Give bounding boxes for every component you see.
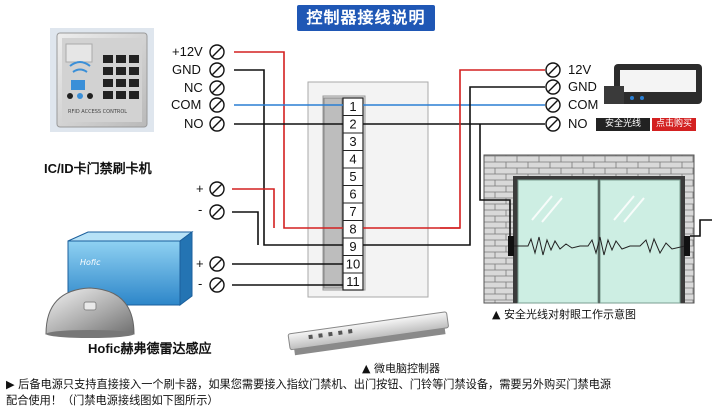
- sensor-screw-terminal-slot: [212, 207, 222, 217]
- sensor-terminal-label: +: [196, 256, 204, 271]
- footer-note: ▶ 后备电源只支持直接接入一个刷卡器，如果您需要接入指纹门禁机、出门按钮、门铃等…: [6, 377, 720, 409]
- controller-caption: ▲ 微电脑控制器: [362, 362, 440, 375]
- controller-terminal-number: 11: [346, 274, 360, 289]
- sensor-terminal-label: -: [198, 276, 203, 291]
- controller-terminal-number: 7: [349, 204, 356, 219]
- beam-screw-terminal-slot: [548, 82, 558, 92]
- beam-screw-terminal-slot: [548, 65, 558, 75]
- controller-terminal-number: 5: [349, 169, 356, 184]
- controller-device: 1 2 3 4 5 6 7 8 9 10 11: [287, 81, 449, 356]
- reader-terminal-label: COM: [171, 97, 202, 112]
- reader-screw-terminal-slot: [212, 100, 222, 110]
- sensor-terminal-label: -: [198, 202, 203, 217]
- sensor-name: Hofic赫弗德雷达感应: [88, 341, 212, 356]
- sensor-terminal-label: +: [196, 181, 204, 196]
- controller-photo: [287, 311, 449, 356]
- reader-screw-terminal-slot: [212, 65, 222, 75]
- controller-terminal-number: 1: [349, 99, 356, 114]
- controller-terminal-number: 6: [349, 187, 356, 202]
- beam-terminal-label: 12V: [568, 62, 592, 77]
- beam-label: 安全光线: [596, 118, 650, 131]
- reader-panel-text: RFID ACCESS CONTROL: [68, 109, 127, 115]
- sensor-screw-terminal-slot: [212, 280, 222, 290]
- reader-terminal-label: GND: [172, 62, 201, 77]
- footer-line-1: ▶ 后备电源只支持直接接入一个刷卡器，如果您需要接入指纹门禁机、出门按钮、门铃等…: [6, 378, 612, 391]
- door-illustration: [483, 154, 695, 304]
- controller-terminal-number: 8: [349, 222, 356, 237]
- controller-terminal-number: 10: [346, 257, 360, 272]
- sensor-screw-terminal-slot: [212, 184, 222, 194]
- beam-screw-terminal-slot: [548, 119, 558, 129]
- sensor-screw-terminal-slot: [212, 259, 222, 269]
- reader-screw-terminal-slot: [212, 83, 222, 93]
- reader-terminal-strip: [209, 44, 225, 132]
- beam-sensor-device: [604, 64, 702, 104]
- controller-terminal-block: 1 2 3 4 5 6 7 8 9 10 11: [342, 97, 364, 291]
- controller-terminal-number: 3: [349, 134, 356, 149]
- reader-screw-terminal-slot: [212, 47, 222, 57]
- reader-name: IC/ID卡门禁刷卡机: [44, 161, 152, 176]
- buy-button[interactable]: 点击购买: [652, 118, 696, 131]
- reader-screw-terminal-slot: [212, 119, 222, 129]
- beam-terminal-strip: [545, 62, 561, 132]
- diagram-title: 控制器接线说明: [297, 5, 435, 31]
- controller-terminal-number: 4: [349, 152, 356, 167]
- beam-terminal-label: NO: [568, 116, 588, 131]
- reader-terminal-label: NO: [184, 116, 204, 131]
- beam-caption: ▲ 安全光线对射眼工作示意图: [492, 308, 636, 321]
- beam-terminal-label: COM: [568, 97, 599, 112]
- reader-terminal-label: NC: [184, 80, 203, 95]
- controller-terminal-number: 9: [349, 239, 356, 254]
- radar-sensor-device: Hofic: [45, 231, 194, 338]
- wires: [232, 51, 712, 286]
- beam-terminal-label: GND: [568, 79, 597, 94]
- box-brand-text: Hofic: [80, 258, 101, 267]
- beam-screw-terminal-slot: [548, 100, 558, 110]
- card-reader-device: RFID ACCESS CONTROL: [50, 28, 154, 132]
- sensor-terminal-strip: [209, 181, 225, 293]
- reader-terminal-label: +12V: [172, 44, 203, 59]
- controller-terminal-number: 2: [349, 117, 356, 132]
- footer-line-2: 配合使用！（门禁电源接线图如下图所示）: [6, 394, 219, 407]
